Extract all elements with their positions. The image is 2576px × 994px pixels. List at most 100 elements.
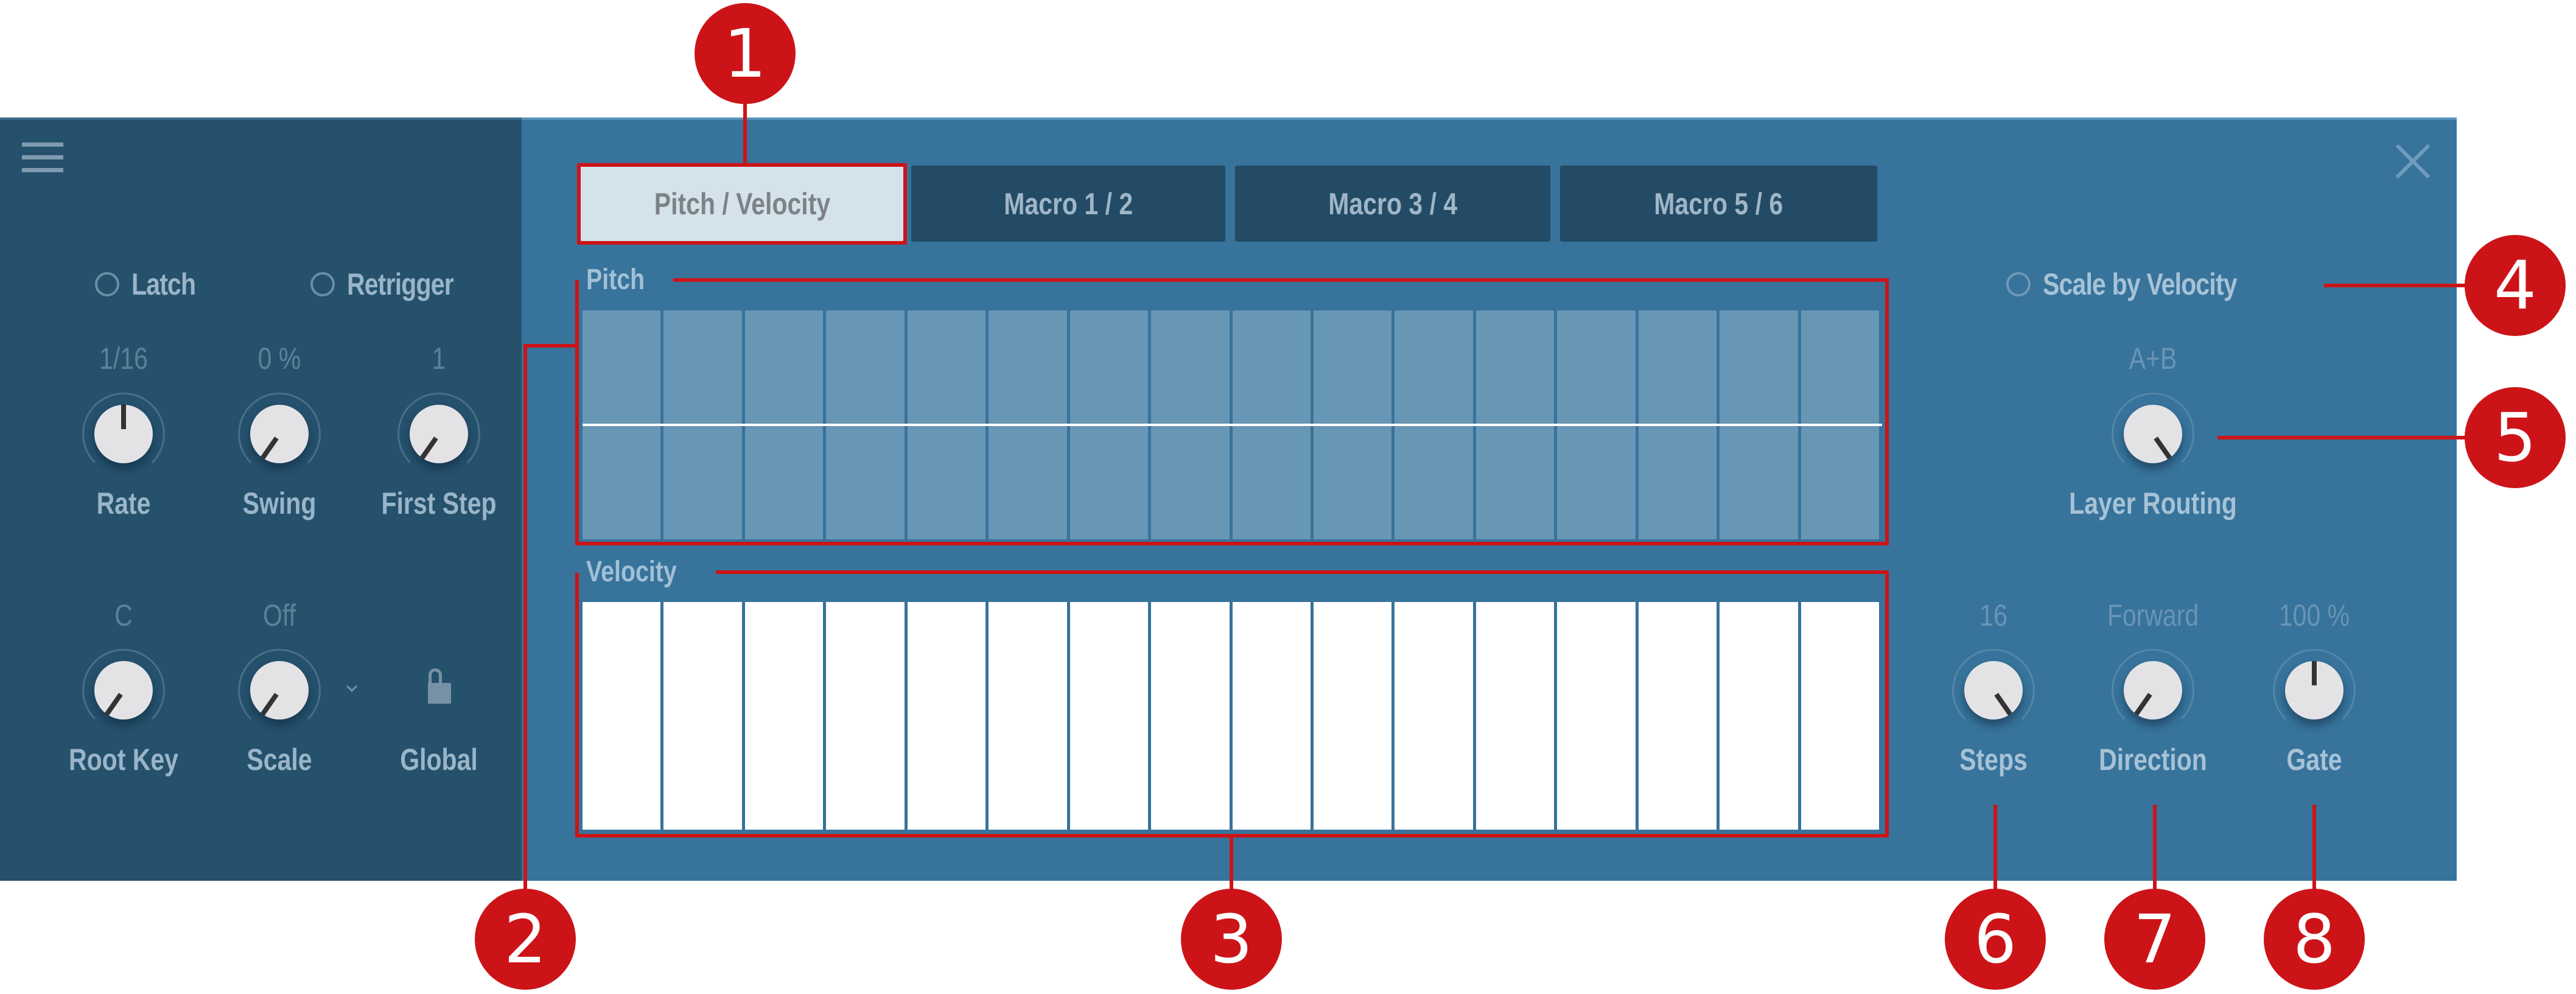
knob-indicator bbox=[2134, 693, 2152, 716]
knob-indicator bbox=[261, 693, 279, 716]
callout-3-leader bbox=[1230, 834, 1233, 892]
tab-macro-3-4[interactable]: Macro 3 / 4 bbox=[1235, 166, 1550, 242]
scale-value: Off bbox=[263, 598, 296, 632]
root-key-knob[interactable] bbox=[82, 649, 165, 732]
radio-circle-icon bbox=[2006, 272, 2031, 296]
scale-knob[interactable] bbox=[238, 649, 321, 732]
knob-indicator bbox=[261, 436, 279, 460]
velocity-step[interactable] bbox=[907, 602, 986, 830]
steps-value: 16 bbox=[1979, 598, 2007, 632]
latch-toggle[interactable]: Latch bbox=[95, 266, 209, 303]
callout-4-badge: 4 bbox=[2465, 235, 2566, 336]
velocity-step[interactable] bbox=[1313, 602, 1392, 830]
velocity-step[interactable] bbox=[1151, 602, 1230, 830]
velocity-box-right bbox=[1885, 570, 1889, 838]
scale-by-velocity-toggle[interactable]: Scale by Velocity bbox=[2006, 266, 2280, 303]
layer-routing-knob[interactable] bbox=[2112, 393, 2194, 475]
direction-value: Forward bbox=[2107, 598, 2199, 632]
swing-label: Swing bbox=[242, 486, 317, 520]
callout-6-badge: 6 bbox=[1945, 889, 2046, 990]
velocity-step[interactable] bbox=[989, 602, 1067, 830]
steps-knob[interactable] bbox=[1952, 649, 2035, 732]
radio-circle-icon bbox=[310, 272, 335, 296]
tab-macro-5-6[interactable]: Macro 5 / 6 bbox=[1560, 166, 1877, 242]
swing-value: 0 % bbox=[257, 341, 301, 376]
callout-3-badge: 3 bbox=[1181, 889, 1282, 990]
direction-label: Direction bbox=[2099, 743, 2207, 777]
hamburger-icon[interactable] bbox=[22, 142, 63, 173]
tab-pitch-velocity[interactable]: Pitch / Velocity bbox=[581, 166, 903, 242]
knob-indicator bbox=[2154, 436, 2172, 460]
velocity-step[interactable] bbox=[744, 602, 824, 830]
velocity-step[interactable] bbox=[1232, 602, 1311, 830]
retrigger-toggle[interactable]: Retrigger bbox=[310, 266, 477, 303]
velocity-step[interactable] bbox=[1475, 602, 1555, 830]
knob-indicator bbox=[105, 693, 123, 716]
first-step-knob[interactable] bbox=[397, 393, 480, 475]
pitch-zero-line bbox=[583, 424, 1882, 426]
gate-label: Gate bbox=[2286, 743, 2342, 777]
velocity-step[interactable] bbox=[1801, 602, 1879, 830]
velocity-step[interactable] bbox=[1720, 602, 1798, 830]
radio-circle-icon bbox=[95, 272, 119, 296]
velocity-box-top bbox=[716, 570, 1889, 574]
velocity-step[interactable] bbox=[663, 602, 742, 830]
tab-macro-1-2[interactable]: Macro 1 / 2 bbox=[911, 166, 1225, 242]
rate-label: Rate bbox=[96, 486, 151, 520]
callout-1-highlight bbox=[577, 163, 907, 245]
velocity-step[interactable] bbox=[1557, 602, 1636, 830]
global-label: Global bbox=[400, 743, 478, 777]
callout-7-leader bbox=[2153, 805, 2157, 893]
root-key-value: C bbox=[114, 598, 133, 632]
callout-8-leader bbox=[2312, 805, 2316, 893]
layer-routing-value: A+B bbox=[2129, 341, 2177, 376]
tab-label: Macro 5 / 6 bbox=[1654, 186, 1783, 221]
callout-8-badge: 8 bbox=[2264, 889, 2365, 990]
pitch-section-label: Pitch bbox=[586, 264, 645, 296]
velocity-step[interactable] bbox=[1638, 602, 1717, 830]
arp-settings-panel bbox=[0, 120, 522, 881]
velocity-step[interactable] bbox=[1395, 602, 1473, 830]
layer-routing-label: Layer Routing bbox=[2069, 486, 2237, 520]
knob-indicator bbox=[121, 405, 126, 429]
velocity-step[interactable] bbox=[1069, 602, 1149, 830]
steps-label: Steps bbox=[1959, 743, 2028, 777]
velocity-step[interactable] bbox=[826, 602, 905, 830]
knob-indicator bbox=[1994, 693, 2012, 716]
direction-knob[interactable] bbox=[2112, 649, 2194, 732]
unlocked-padlock-icon[interactable] bbox=[426, 668, 453, 705]
rate-value: 1/16 bbox=[99, 341, 148, 376]
swing-knob[interactable] bbox=[238, 393, 321, 475]
close-icon[interactable] bbox=[2395, 142, 2432, 180]
velocity-step[interactable] bbox=[583, 602, 661, 830]
pitch-box-left bbox=[575, 280, 579, 545]
callout-6-leader bbox=[1993, 805, 1997, 893]
tab-label: Macro 3 / 4 bbox=[1328, 186, 1457, 221]
velocity-section-label: Velocity bbox=[586, 556, 677, 588]
pitch-box-right bbox=[1885, 278, 1889, 545]
rate-knob[interactable] bbox=[82, 393, 165, 475]
tab-label: Macro 1 / 2 bbox=[1004, 186, 1133, 221]
latch-label: Latch bbox=[131, 267, 196, 301]
knob-indicator bbox=[420, 436, 438, 460]
pitch-box-top bbox=[673, 278, 1889, 282]
retrigger-label: Retrigger bbox=[347, 267, 454, 301]
callout-2-badge: 2 bbox=[475, 889, 576, 990]
panel-top-edge-highlight bbox=[522, 117, 2457, 120]
panel-top-edge bbox=[0, 117, 522, 120]
gate-knob[interactable] bbox=[2273, 649, 2356, 732]
callout-5-badge: 5 bbox=[2465, 387, 2566, 488]
pitch-box-bottom bbox=[575, 542, 1889, 545]
velocity-box-left bbox=[575, 573, 579, 838]
callout-1-badge: 1 bbox=[695, 3, 796, 104]
knob-indicator bbox=[2312, 661, 2317, 685]
root-key-label: Root Key bbox=[69, 743, 178, 777]
scale-by-velocity-label: Scale by Velocity bbox=[2043, 267, 2238, 301]
velocity-step-grid[interactable] bbox=[583, 602, 1879, 830]
chevron-down-icon[interactable] bbox=[346, 682, 358, 694]
scale-label: Scale bbox=[247, 743, 312, 777]
callout-7-badge: 7 bbox=[2104, 889, 2205, 990]
gate-value: 100 % bbox=[2278, 598, 2350, 632]
callout-2-leader-h bbox=[523, 344, 577, 348]
callout-4-leader bbox=[2324, 284, 2467, 287]
